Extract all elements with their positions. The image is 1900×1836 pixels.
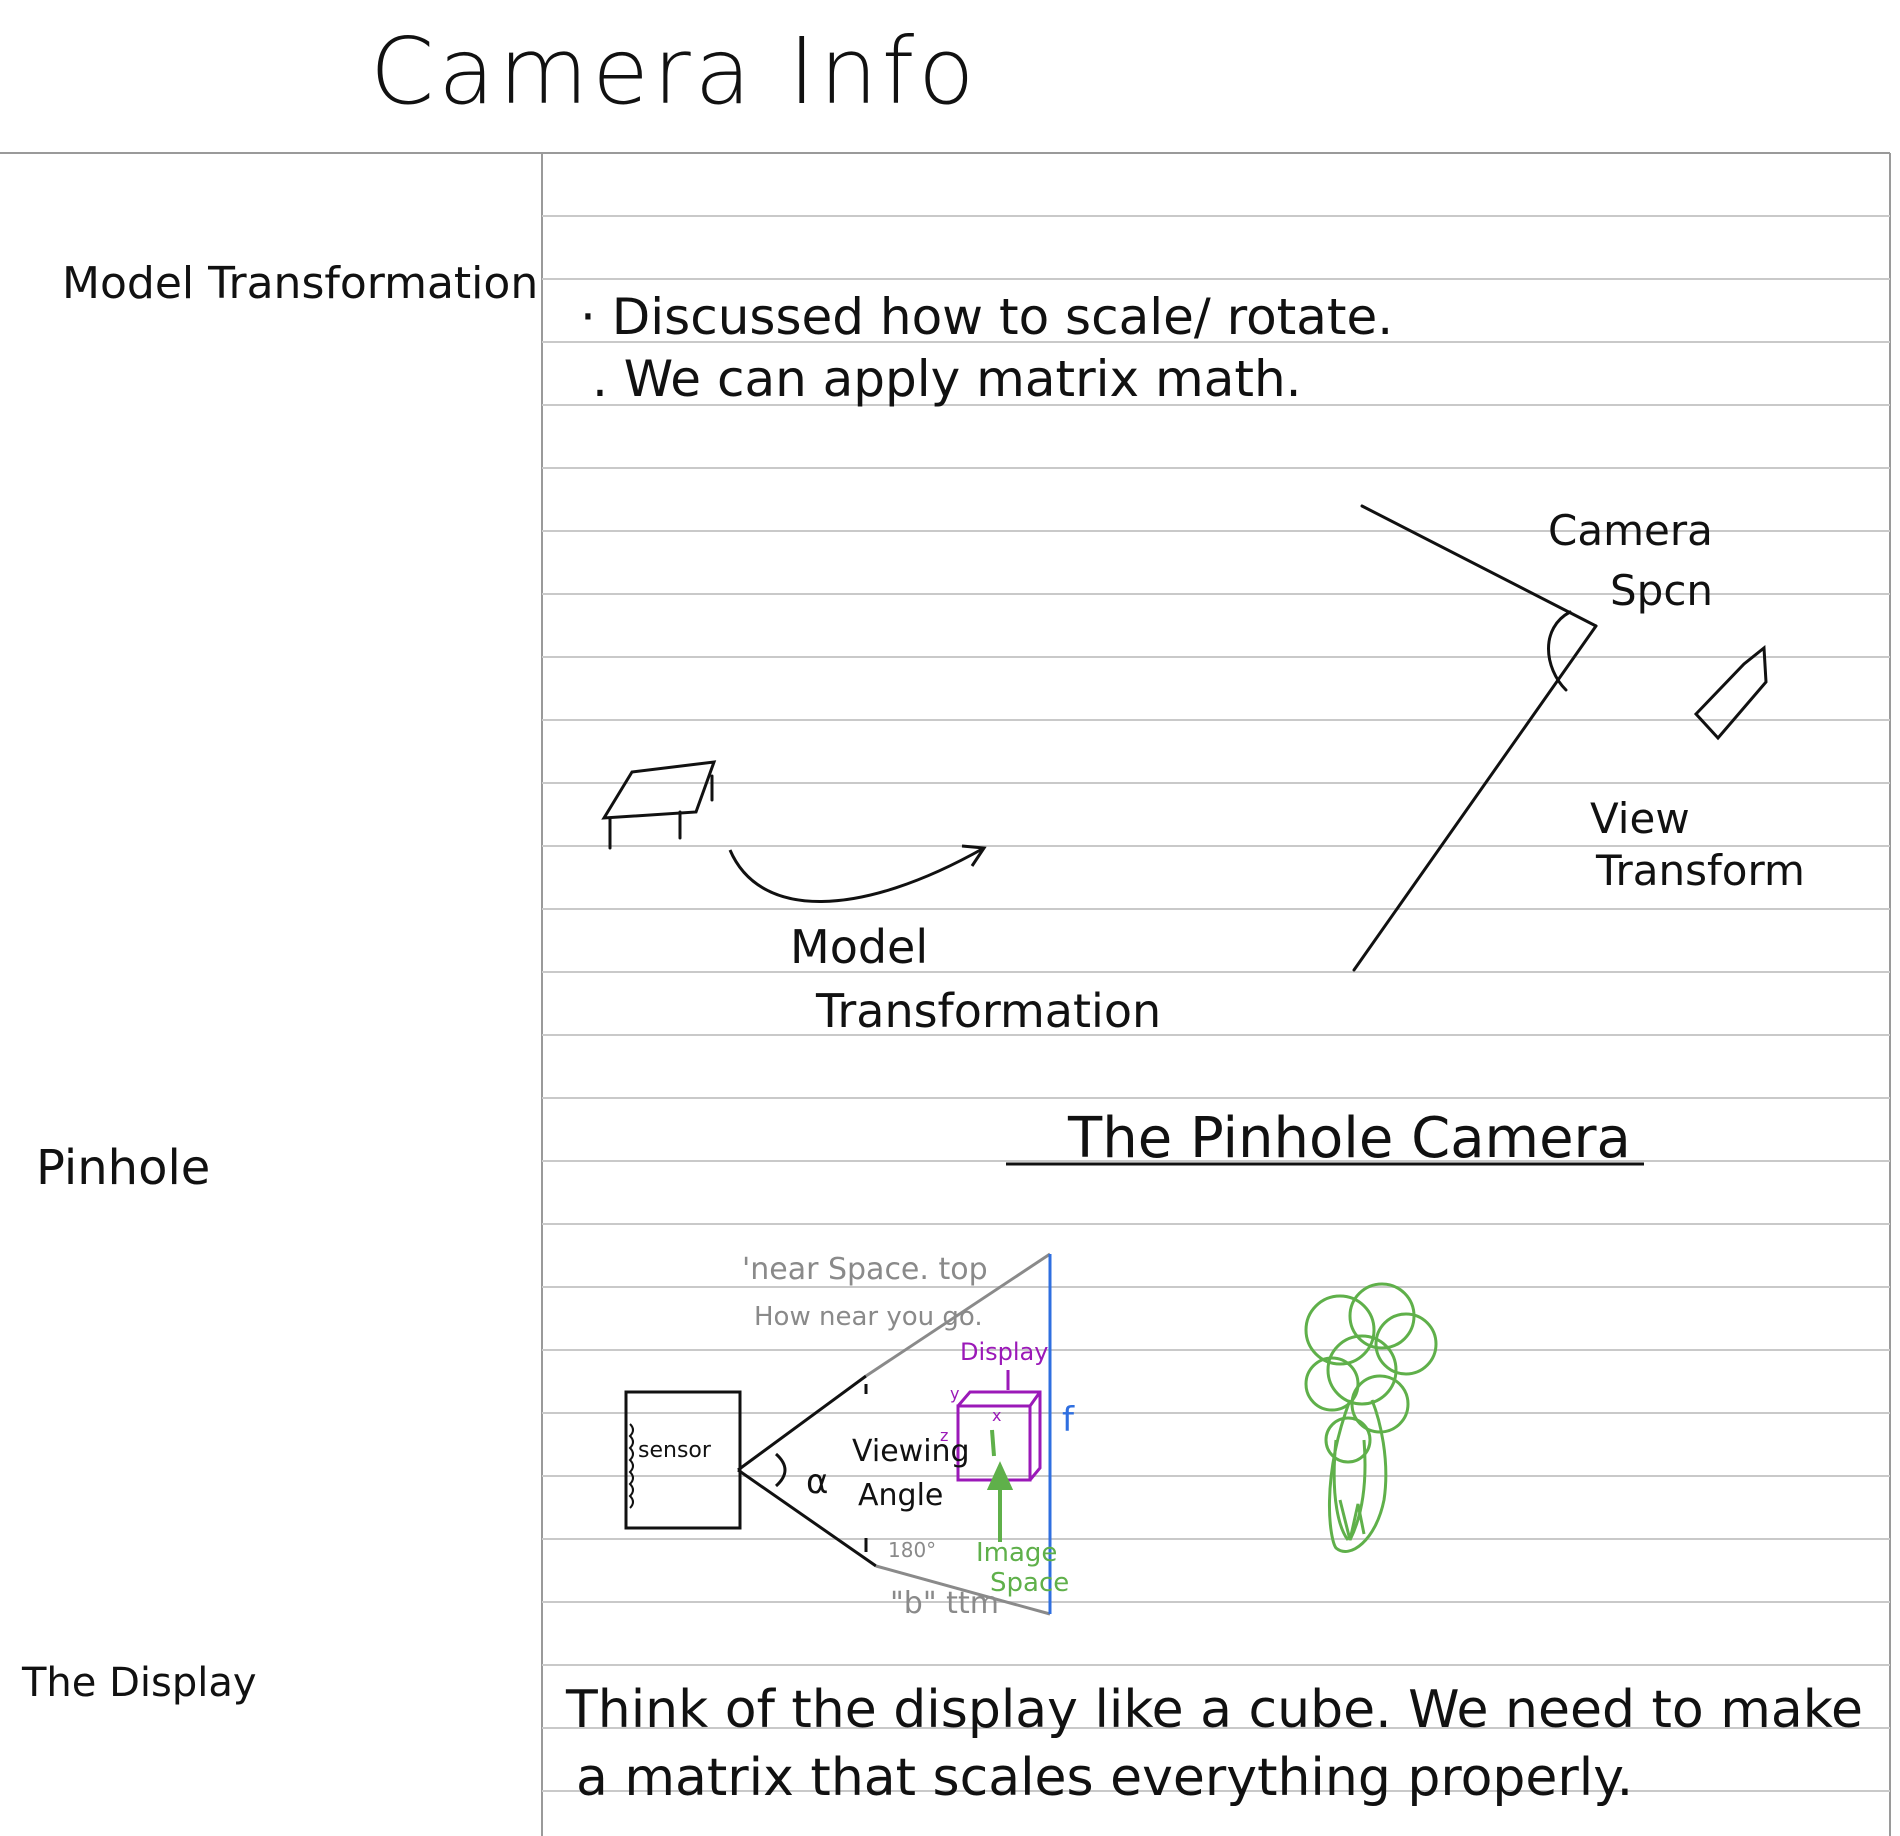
label-near-space-2: How near you go. (754, 1302, 983, 1332)
cue-the-display: The Display (22, 1660, 257, 1706)
sensor-wavy (628, 1423, 634, 1509)
image-space-arrow (986, 1429, 1014, 1542)
label-model-transform-2: Transformation (816, 984, 1162, 1038)
note-display-line-1: Think of the display like a cube. We nee… (566, 1680, 1864, 1740)
label-view-transform-2: Transform (1596, 846, 1805, 895)
camera-frustum-sketch (1352, 504, 1598, 972)
model-object-sketch (601, 760, 717, 850)
pinhole-heading: The Pinhole Camera (1068, 1106, 1631, 1171)
sensor-box (624, 1390, 742, 1530)
tree-scribble (1304, 1282, 1438, 1553)
note-bullet-scale-rotate: · Discussed how to scale/ rotate. (580, 288, 1394, 346)
label-sensor: sensor (638, 1438, 711, 1463)
label-image-space-2: Space (990, 1568, 1070, 1598)
cue-model-transformation: Model Transformation (62, 258, 539, 309)
near-far-frustum (865, 1252, 1051, 1616)
note-display-line-2: a matrix that scales everything properly… (576, 1748, 1634, 1808)
ruled-lines (542, 215, 1890, 1792)
label-near-space-1: 'near Space. top (742, 1252, 988, 1287)
label-axis-z: z (940, 1426, 949, 1445)
viewing-angle-rays (737, 1374, 877, 1568)
label-camera-space-1: Camera (1548, 506, 1713, 555)
label-camera-space-2: Spcn (1610, 566, 1714, 615)
label-degrees: 180° (888, 1538, 937, 1562)
label-view-transform-1: View (1590, 794, 1690, 843)
label-axis-x: x (992, 1406, 1002, 1425)
model-transform-arrow (728, 846, 985, 903)
view-transform-object-sketch (1693, 645, 1768, 741)
label-focal-f: f (1062, 1400, 1074, 1440)
label-bottom: "b" ttm (890, 1586, 999, 1621)
page-title: Camera Info (370, 18, 979, 125)
label-viewing-angle-1: Viewing (852, 1434, 970, 1469)
label-model-transform-1: Model (790, 920, 929, 974)
label-axis-y: y (950, 1384, 960, 1403)
label-display: Display (960, 1338, 1049, 1366)
label-alpha: α (806, 1462, 829, 1502)
model-transform-arrowhead (961, 844, 987, 867)
label-image-space-1: Image (976, 1538, 1058, 1568)
cue-pinhole: Pinhole (36, 1140, 211, 1196)
label-viewing-angle-2: Angle (858, 1478, 944, 1513)
note-bullet-matrix-math: . We can apply matrix math. (592, 350, 1302, 408)
